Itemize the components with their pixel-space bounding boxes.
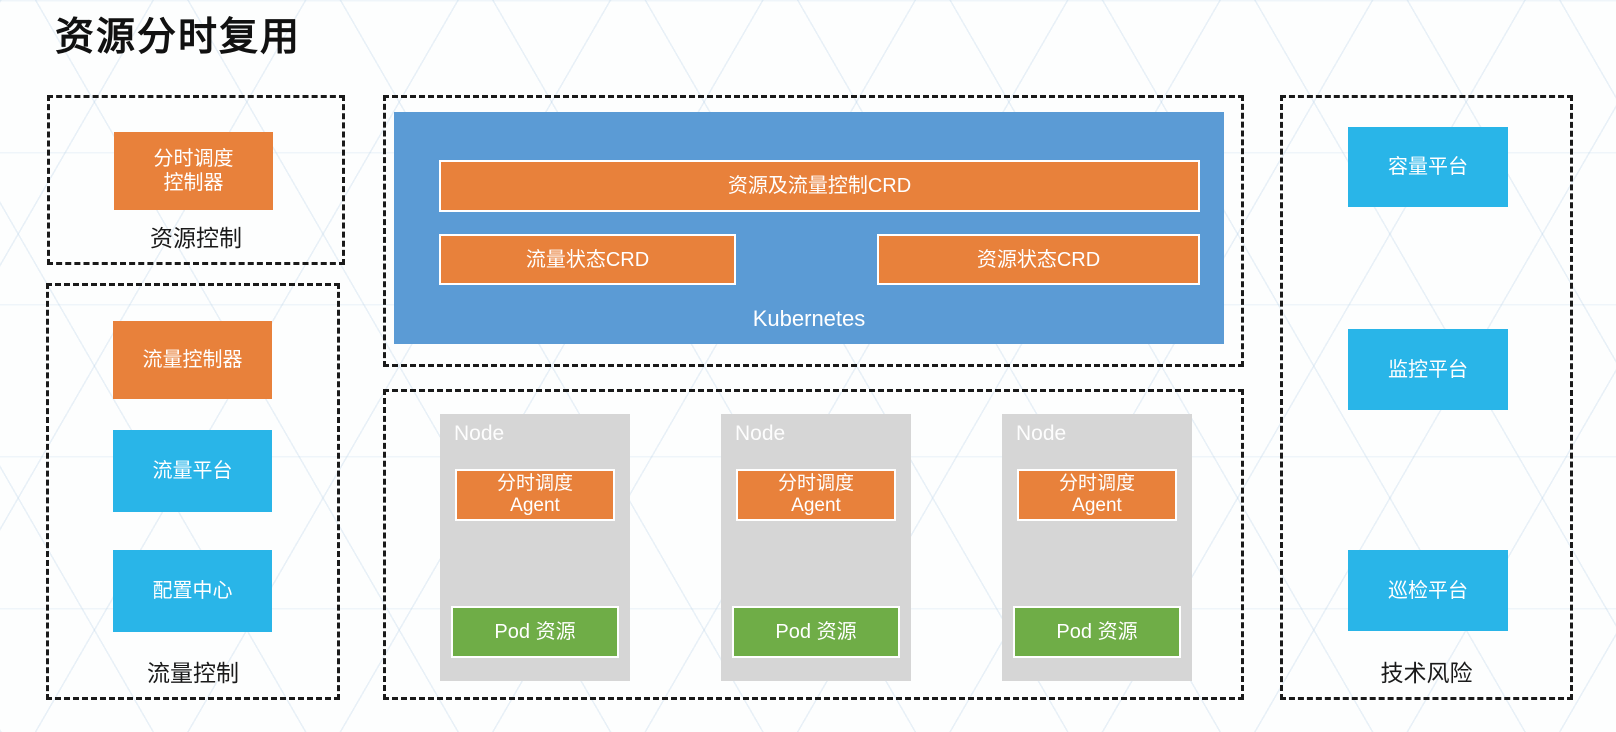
inspection-platform-box: 巡检平台	[1348, 550, 1508, 631]
group-resource-control: 分时调度 控制器 资源控制	[47, 95, 345, 265]
group-label-tech-risk: 技术风险	[1380, 660, 1473, 686]
node-box-3: Node 分时调度 Agent Pod 资源	[1002, 414, 1192, 681]
time-share-scheduler-controller-line2: 控制器	[163, 172, 224, 194]
kubernetes-label: Kubernetes	[752, 306, 866, 331]
agent-line2: Agent	[510, 495, 560, 516]
node-box-2: Node 分时调度 Agent Pod 资源	[721, 414, 911, 681]
pod-resource-box: Pod 资源	[451, 606, 619, 658]
group-label-traffic-control: 流量控制	[147, 660, 239, 686]
pod-resource-box: Pod 资源	[1013, 606, 1181, 658]
agent-line1: 分时调度	[1058, 473, 1135, 495]
capacity-platform-box: 容量平台	[1348, 127, 1508, 207]
group-label-resource-control: 资源控制	[150, 225, 242, 251]
group-kubernetes: 资源及流量控制CRD 流量状态CRD 资源状态CRD Kubernetes	[383, 95, 1244, 367]
time-share-agent-box: 分时调度 Agent	[736, 469, 896, 521]
group-tech-risk: 容量平台 监控平台 巡检平台 技术风险	[1280, 95, 1573, 700]
agent-line2: Agent	[1072, 495, 1122, 516]
traffic-controller-box: 流量控制器	[113, 321, 272, 399]
kubernetes-container: 资源及流量控制CRD 流量状态CRD 资源状态CRD Kubernetes	[394, 112, 1224, 344]
resource-traffic-control-crd-box: 资源及流量控制CRD	[439, 160, 1200, 212]
agent-line2: Agent	[791, 495, 841, 516]
agent-line1: 分时调度	[496, 473, 573, 495]
time-share-agent-box: 分时调度 Agent	[455, 469, 615, 521]
time-share-scheduler-controller-box: 分时调度 控制器	[114, 132, 273, 210]
node-label: Node	[735, 422, 786, 445]
pod-resource-box: Pod 资源	[732, 606, 900, 658]
node-box-1: Node 分时调度 Agent Pod 资源	[440, 414, 630, 681]
monitoring-platform-box: 监控平台	[1348, 329, 1508, 410]
group-nodes: Node 分时调度 Agent Pod 资源 Node 分时调度 Agent P…	[383, 389, 1244, 700]
agent-line1: 分时调度	[777, 473, 854, 495]
group-traffic-control: 流量控制器 流量平台 配置中心 流量控制	[46, 283, 340, 700]
traffic-platform-box: 流量平台	[113, 430, 272, 512]
node-label: Node	[1016, 422, 1067, 445]
page-title: 资源分时复用	[55, 16, 302, 59]
config-center-box: 配置中心	[113, 550, 272, 632]
time-share-scheduler-controller-line1: 分时调度	[153, 148, 234, 170]
traffic-status-crd-box: 流量状态CRD	[439, 234, 736, 285]
time-share-agent-box: 分时调度 Agent	[1017, 469, 1177, 521]
node-label: Node	[454, 422, 505, 445]
resource-status-crd-box: 资源状态CRD	[877, 234, 1200, 285]
